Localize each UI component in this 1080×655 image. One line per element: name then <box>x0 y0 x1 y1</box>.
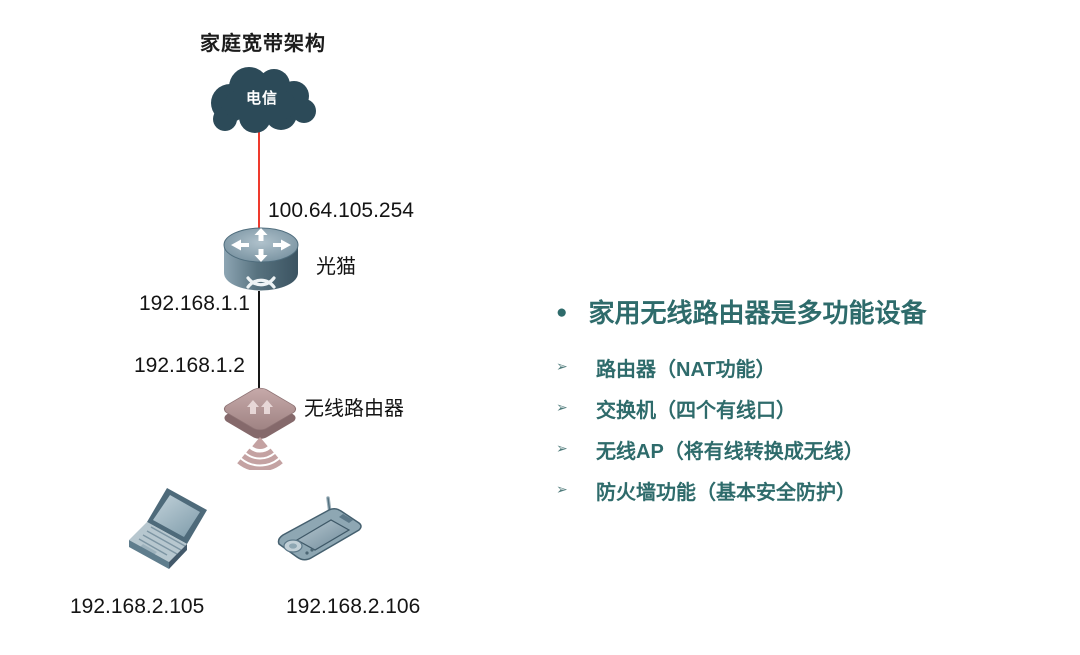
lan-link-line <box>258 291 260 390</box>
panel-item-switch: ➢ 交换机（四个有线口） <box>556 395 1056 422</box>
telecom-cloud: 电信 <box>203 63 321 135</box>
panel-item-router: ➢ 路由器（NAT功能） <box>556 354 1056 381</box>
panel-item-text: 防火墙功能（基本安全防护） <box>596 482 856 504</box>
laptop-ip-label: 192.168.2.105 <box>70 595 205 618</box>
optical-modem-node <box>221 221 301 300</box>
router-arrows-icon <box>247 400 273 414</box>
panel-item-text: 无线AP（将有线转换成无线） <box>596 441 864 463</box>
panel-item-text: 路由器（NAT功能） <box>596 359 776 381</box>
diagram-title: 家庭宽带架构 <box>200 33 326 55</box>
arrow-bullet-icon: ➢ <box>556 358 568 374</box>
wireless-router-node <box>216 378 304 475</box>
arrow-bullet-icon: ➢ <box>556 399 568 415</box>
wifi-waves-icon <box>237 437 283 472</box>
arrow-bullet-icon: ➢ <box>556 440 568 456</box>
panel-heading-text: 家用无线路由器是多功能设备 <box>588 298 927 328</box>
panel-item-wireless-ap: ➢ 无线AP（将有线转换成无线） <box>556 436 1056 463</box>
modem-label: 光猫 <box>316 256 356 278</box>
pda-icon <box>277 496 362 561</box>
panel-heading: ● 家用无线路由器是多功能设备 <box>556 293 1056 330</box>
wireless-router-icon <box>223 387 297 472</box>
wireless-router-label: 无线路由器 <box>304 398 404 420</box>
pda-ip-label: 192.168.2.106 <box>286 595 421 618</box>
arrow-bullet-icon: ➢ <box>556 481 568 497</box>
laptop-node <box>127 486 213 585</box>
cloud-icon <box>211 67 316 133</box>
panel-item-firewall: ➢ 防火墙功能（基本安全防护） <box>556 477 1056 504</box>
panel-item-text: 交换机（四个有线口） <box>596 400 796 422</box>
modem-ip-label: 192.168.1.1 <box>139 292 250 315</box>
router-icon <box>223 227 299 291</box>
laptop-icon <box>129 488 207 569</box>
pda-node <box>273 496 365 577</box>
bullet-icon: ● <box>556 302 568 323</box>
wan-link-line <box>258 127 260 229</box>
wan-ip-label: 100.64.105.254 <box>268 199 414 222</box>
cloud-label: 电信 <box>245 90 278 107</box>
feature-panel: ● 家用无线路由器是多功能设备 ➢ 路由器（NAT功能） ➢ 交换机（四个有线口… <box>556 293 1056 518</box>
wireless-router-ip-label: 192.168.1.2 <box>134 354 245 377</box>
